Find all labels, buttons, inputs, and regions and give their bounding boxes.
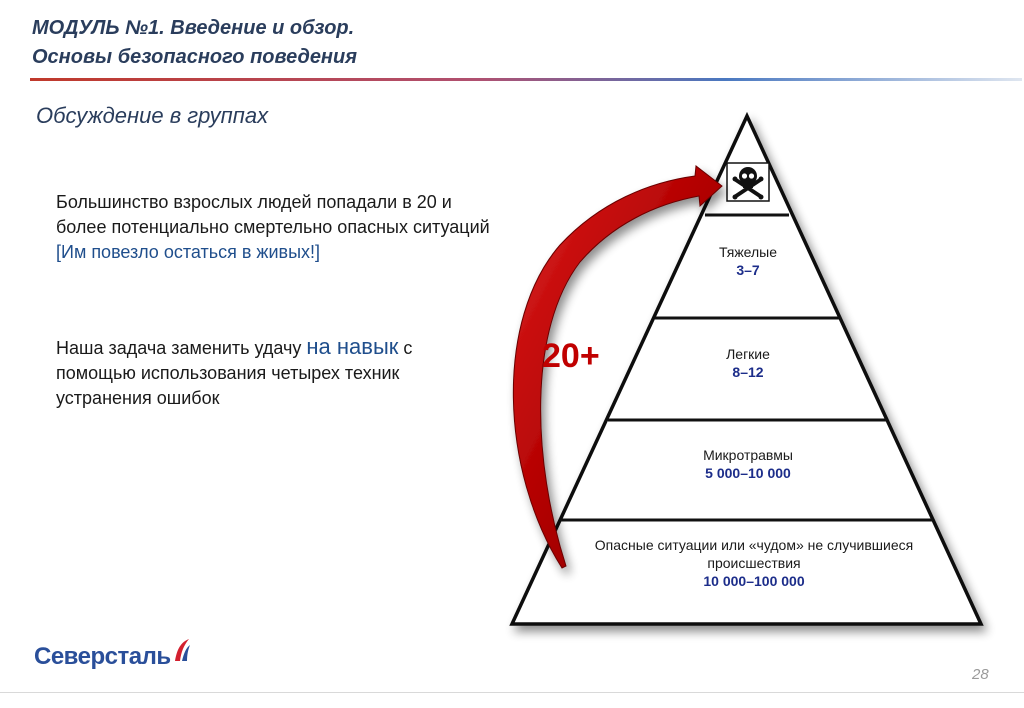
title-line-1: МОДУЛЬ №1. Введение и обзор. — [32, 17, 355, 39]
logo-mark-icon — [174, 639, 190, 661]
level-severe-label: Тяжелые — [718, 244, 778, 260]
company-logo: Северсталь — [34, 639, 191, 671]
para1-text: Большинство взрослых людей попадали в 20… — [56, 192, 490, 237]
pyramid-triangle — [509, 111, 984, 626]
para2-text-before: Наша задача заменить удачу — [56, 338, 307, 358]
arrow-label: 20+ — [542, 337, 600, 375]
section-title: Обсуждение в группах — [36, 103, 269, 128]
curved-arrow — [512, 165, 723, 569]
skull-crossbones-icon — [726, 162, 770, 202]
pyramid-level-light: Легкие 8–12 — [668, 345, 828, 381]
pyramid-level-severe: Тяжелые 3–7 — [668, 243, 828, 279]
level-light-value: 8–12 — [732, 364, 764, 380]
title-divider — [30, 78, 1022, 81]
para1-lucky-text: [Им повезло остаться в живых!] — [56, 242, 321, 262]
logo-text: Северсталь — [34, 643, 171, 670]
para2-skill-highlight: на навык — [306, 334, 399, 359]
level-severe-value: 3–7 — [736, 262, 760, 278]
text-paragraph-1: Большинство взрослых людей попадали в 20… — [56, 190, 496, 265]
level-microtrauma-label: Микротравмы — [703, 447, 793, 463]
para2-text-after: с помощью использования четырех техник у… — [56, 338, 413, 408]
title-line-2: Основы безопасного поведения — [32, 46, 358, 68]
pyramid-level-near-miss: Опасные ситуации или «чудом» не случивши… — [568, 536, 940, 590]
slide-title: МОДУЛЬ №1. Введение и обзор. Основы безо… — [32, 14, 357, 72]
pyramid-level-microtrauma: Микротравмы 5 000–10 000 — [648, 446, 848, 482]
level-light-label: Легкие — [726, 346, 770, 362]
text-paragraph-2: Наша задача заменить удачу на навык с по… — [56, 334, 496, 411]
level-near-miss-value: 10 000–100 000 — [703, 573, 805, 589]
level-near-miss-label: Опасные ситуации или «чудом» не случивши… — [594, 537, 914, 571]
level-microtrauma-value: 5 000–10 000 — [705, 465, 791, 481]
footer-divider — [0, 692, 1024, 693]
page-number: 28 — [972, 666, 989, 683]
